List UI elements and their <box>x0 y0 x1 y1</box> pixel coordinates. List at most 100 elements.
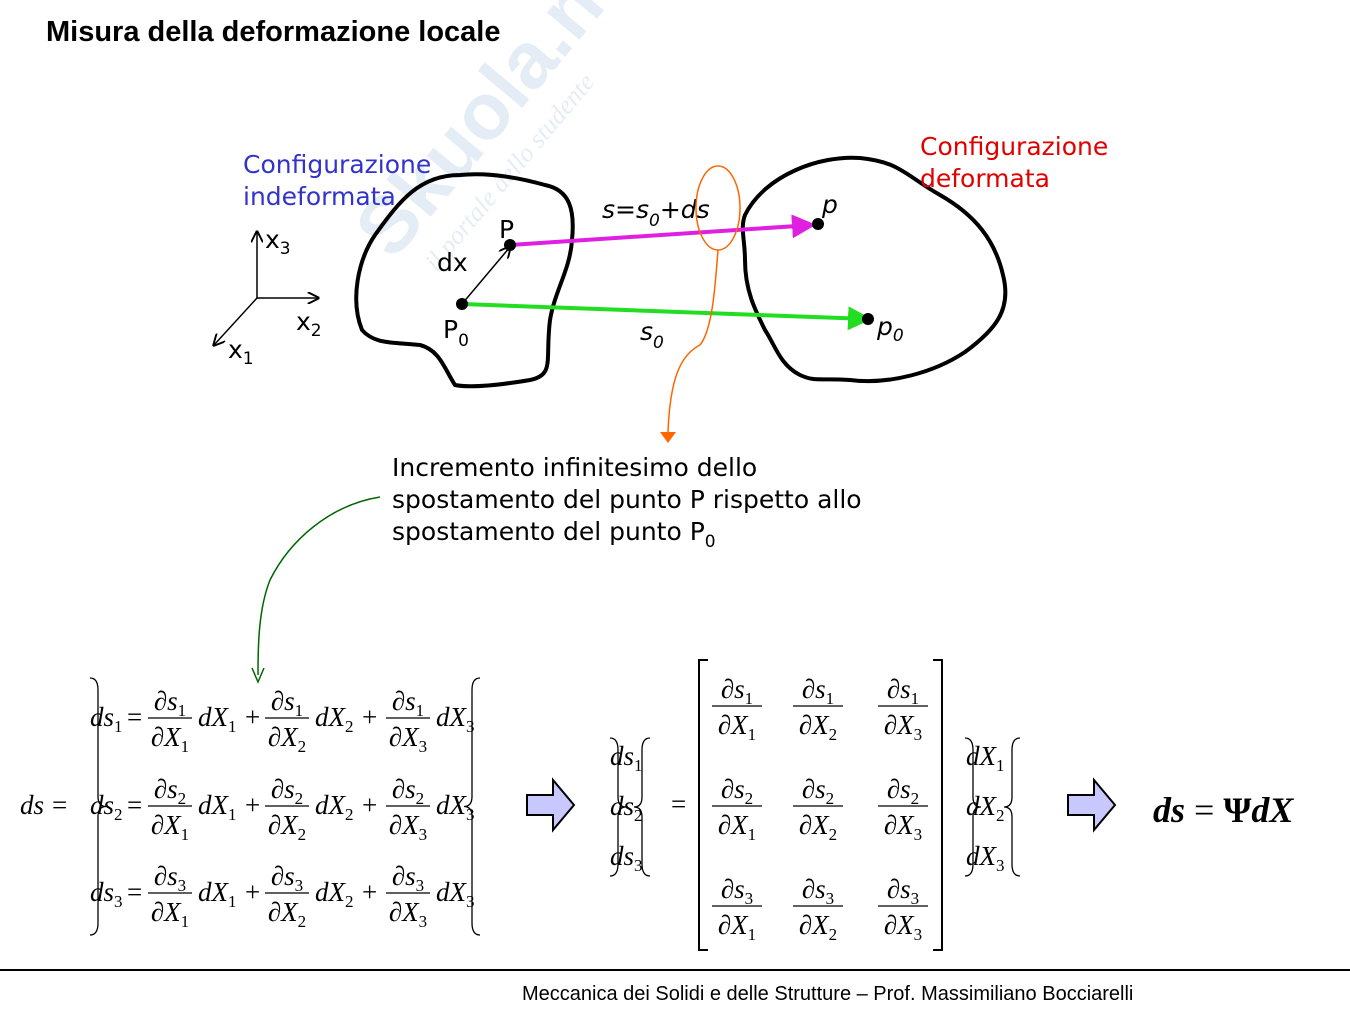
fraction-numerator: ∂s1 <box>271 686 303 720</box>
fraction-denominator: ∂X2 <box>268 722 306 756</box>
implies-arrow-icon <box>526 777 576 833</box>
right-brace <box>463 677 481 936</box>
dX-vector-entry: dX2 <box>966 791 1005 825</box>
dX-vector-entry: dX3 <box>966 841 1005 875</box>
fraction-denominator: ∂X1 <box>151 722 189 756</box>
callout-note: Incremento infinitesimo dello spostament… <box>392 453 870 552</box>
axis-x2-label: x2 <box>296 307 322 341</box>
undeformed-body <box>354 172 575 389</box>
fraction-denominator: ∂X2 <box>799 910 837 944</box>
fraction-denominator: ∂X3 <box>389 722 427 756</box>
dX-term: dX2 <box>315 790 354 824</box>
system-row-lhs: ds2 <box>90 790 123 824</box>
fraction-denominator: ∂X1 <box>151 897 189 931</box>
equations: ds=ds1=∂s1∂X1dX1+∂s1∂X2dX2+∂s1∂X3dX3ds2=… <box>20 659 1294 951</box>
dX-term: dX2 <box>315 702 354 736</box>
fraction-denominator: ∂X2 <box>799 810 837 844</box>
plus-sign: + <box>362 702 377 732</box>
fraction-numerator: ∂s2 <box>392 774 424 808</box>
fraction-numerator: ∂s2 <box>887 774 919 808</box>
vector-right-brace <box>633 737 651 877</box>
fraction-numerator: ∂s2 <box>802 774 834 808</box>
fraction-numerator: ∂s3 <box>887 874 919 908</box>
fraction-numerator: ∂s2 <box>271 774 303 808</box>
left-brace <box>89 677 107 936</box>
equals-sign: = <box>52 790 67 820</box>
orange-callout-arrow <box>667 249 719 433</box>
dx-vector <box>461 247 510 305</box>
fraction-denominator: ∂X1 <box>151 810 189 844</box>
fraction-denominator: ∂X2 <box>799 710 837 744</box>
footer-text: Meccanica dei Solidi e delle Strutture –… <box>522 983 1134 1005</box>
equals-sign: = <box>127 702 142 732</box>
fraction-denominator: ∂X1 <box>718 710 756 744</box>
matrix-right-bracket <box>933 659 943 951</box>
label-dx: dx <box>437 248 468 277</box>
label-p0: p0 <box>876 312 904 346</box>
dX-term: dX3 <box>436 877 475 911</box>
dX-term: dX1 <box>198 702 237 736</box>
label-s-equation: s=s0+ds <box>602 195 710 231</box>
green-arrowhead-icon <box>251 667 265 684</box>
fraction-numerator: ∂s3 <box>154 861 186 895</box>
fraction-denominator: ∂X3 <box>884 710 922 744</box>
fraction-numerator: ∂s2 <box>154 774 186 808</box>
dX-term: dX3 <box>436 702 475 736</box>
footer-divider <box>0 969 1350 971</box>
dX-right-brace <box>1003 737 1021 877</box>
fraction-denominator: ∂X3 <box>884 810 922 844</box>
equals-sign: = <box>127 877 142 907</box>
fraction-numerator: ∂s3 <box>392 861 424 895</box>
fraction-numerator: ∂s1 <box>154 686 186 720</box>
plus-sign: + <box>245 702 260 732</box>
point-p <box>812 218 824 230</box>
final-equation: ds = ΨdX <box>1153 790 1294 830</box>
ds-vector-entry: ds1 <box>610 741 643 775</box>
label-p: p <box>821 190 838 219</box>
fraction-denominator: ∂X1 <box>718 810 756 844</box>
fraction-denominator: ∂X3 <box>389 897 427 931</box>
orange-arrowhead-icon <box>660 432 676 443</box>
label-P0: P0 <box>443 315 469 351</box>
fraction-denominator: ∂X2 <box>268 810 306 844</box>
dX-term: dX3 <box>436 790 475 824</box>
axis-x1-label: x1 <box>228 335 254 369</box>
fraction-numerator: ∂s1 <box>887 674 919 708</box>
system-row-lhs: ds3 <box>90 877 123 911</box>
plus-sign: + <box>362 790 377 820</box>
slide-title: Misura della deformazione locale <box>46 16 501 48</box>
fraction-numerator: ∂s1 <box>392 686 424 720</box>
axis-x3-label: x3 <box>265 225 291 259</box>
fraction-numerator: ∂s3 <box>721 874 753 908</box>
fraction-denominator: ∂X3 <box>389 810 427 844</box>
label-s0: s0 <box>640 317 664 353</box>
plus-sign: + <box>245 790 260 820</box>
plus-sign: + <box>362 877 377 907</box>
point-P0 <box>456 298 468 310</box>
point-p0 <box>862 313 874 325</box>
dX-term: dX1 <box>198 877 237 911</box>
fraction-numerator: ∂s1 <box>802 674 834 708</box>
equals-sign: = <box>127 790 142 820</box>
ds-vector-entry: ds3 <box>610 841 643 875</box>
s-vector <box>509 214 816 247</box>
matrix-left-bracket <box>698 659 708 951</box>
green-callout-arrow <box>257 496 381 676</box>
dX-term: dX1 <box>198 790 237 824</box>
label-P: P <box>499 215 514 244</box>
dX-left-brace <box>964 737 982 877</box>
fraction-numerator: ∂s3 <box>802 874 834 908</box>
coordinate-axes <box>214 232 318 345</box>
fraction-numerator: ∂s3 <box>271 861 303 895</box>
plus-sign: + <box>245 877 260 907</box>
point-P <box>504 239 516 251</box>
fraction-denominator: ∂X2 <box>268 897 306 931</box>
dX-vector-entry: dX1 <box>966 741 1005 775</box>
implies-arrow-icon <box>1067 777 1117 833</box>
fraction-numerator: ∂s1 <box>721 674 753 708</box>
s0-vector <box>461 302 872 331</box>
system-row-lhs: ds1 <box>90 702 123 736</box>
